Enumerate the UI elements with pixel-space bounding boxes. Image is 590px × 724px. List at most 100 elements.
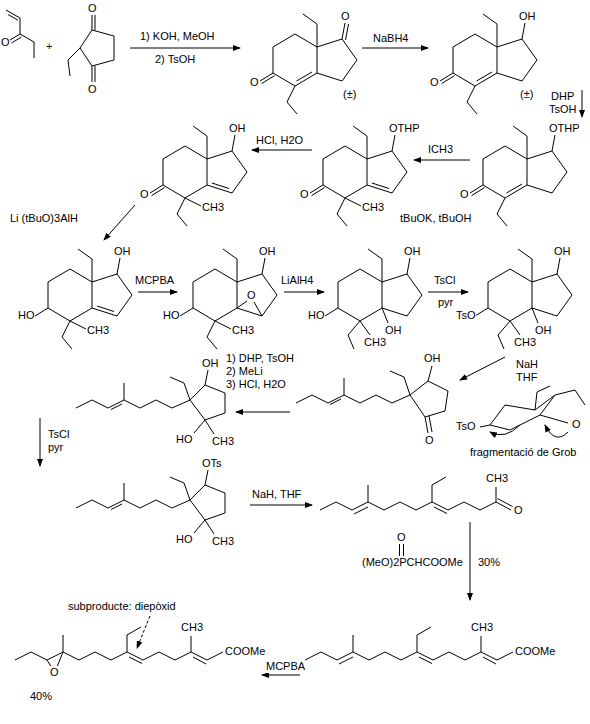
- bond-line: [490, 425, 520, 435]
- bond-line: [260, 23, 349, 114]
- atom-label: HO: [176, 533, 193, 546]
- atom-label: CH3: [232, 324, 254, 337]
- bond-line: [582, 90, 583, 117]
- reagent-label: NaBH4: [373, 32, 408, 45]
- bond-line: [137, 616, 150, 648]
- bond-line: [130, 48, 240, 49]
- reagent-label: MCPBA: [266, 660, 305, 673]
- reagent-label: NaH: [516, 358, 538, 371]
- yield-label: 30%: [478, 556, 500, 569]
- racemic-mark: (±): [520, 88, 533, 101]
- atom-label: O: [140, 188, 149, 201]
- reagent-label: 2) TsOH: [155, 53, 195, 66]
- reagent-label: TsOH: [549, 103, 577, 116]
- dione: [68, 15, 114, 82]
- atom-label: O: [1, 36, 10, 49]
- atom-label: OH: [554, 245, 571, 258]
- reagent-label: Li (tBuO)3AlH: [10, 212, 78, 225]
- molecule: [310, 126, 407, 226]
- atom-label: O: [50, 666, 59, 679]
- bond-line: [414, 160, 470, 161]
- bond-line: [320, 477, 513, 514]
- bond-line: [250, 505, 312, 506]
- atom-label: O: [250, 76, 259, 89]
- molecule: [35, 249, 132, 349]
- bond-line: [400, 544, 404, 556]
- ring-skeleton: [76, 370, 225, 434]
- atom-label: OH: [385, 324, 402, 337]
- atom-label: O: [88, 2, 97, 15]
- reagent-label: NaH, THF: [252, 488, 301, 501]
- bond-line: [545, 425, 568, 437]
- atom-label: O: [247, 289, 256, 302]
- bond-line: [284, 292, 324, 293]
- reagent-label: tBuOK, tBuOH: [400, 212, 472, 225]
- atom-label: COOMe: [225, 645, 265, 658]
- molecule: [475, 249, 572, 349]
- reagent-label: DHP: [551, 90, 574, 103]
- molecule: [320, 477, 513, 514]
- bond-line: [252, 150, 312, 151]
- atom-label: COOMe: [515, 645, 555, 658]
- bond-line: [104, 205, 135, 240]
- atom-label: O: [88, 83, 97, 96]
- bond-line: [339, 657, 353, 664]
- reagent-label: THF: [516, 371, 537, 384]
- bond-line: [138, 292, 177, 293]
- reagent-label: 3) HCl, H2O: [226, 378, 286, 391]
- atom-label: O: [430, 76, 439, 89]
- reagent-label: (MeO)2PCHCOOMe: [362, 556, 463, 569]
- yield-label: 40%: [30, 690, 52, 703]
- bond-line: [480, 386, 585, 430]
- bond-line: [262, 675, 300, 676]
- reagent-label: TsCl: [48, 428, 69, 441]
- racemic-mark: (±): [343, 88, 356, 101]
- atom-label: CH3: [514, 336, 536, 349]
- note-label: fragmentació de Grob: [470, 446, 576, 459]
- bond-line: [68, 15, 114, 82]
- plus-sign: +: [46, 40, 52, 53]
- bond-line: [460, 357, 505, 380]
- atom-label: CH3: [212, 435, 234, 448]
- reaction-arrows: [40, 48, 582, 675]
- reagent-label: 2) MeLi: [226, 365, 263, 378]
- reagent-label: pyr: [48, 441, 63, 454]
- molecule: [76, 470, 225, 534]
- atom-label: CH3: [362, 201, 384, 214]
- bond-line: [180, 258, 265, 349]
- molecule: [150, 126, 247, 226]
- bond-line: [236, 412, 290, 413]
- bond-line: [440, 23, 525, 114]
- atom-label: CH3: [471, 621, 493, 634]
- reagent-label: LiAlH4: [281, 274, 313, 287]
- bond-line: [362, 48, 428, 49]
- reagent-label: pyr: [438, 296, 453, 309]
- atom-label: O: [300, 188, 309, 201]
- note-label: subproducte: diepòxid: [68, 600, 176, 613]
- molecule: [260, 14, 357, 114]
- atom-label: OH: [114, 245, 131, 258]
- reagent-label: HCl, H2O: [256, 134, 303, 147]
- atom-label: OH: [535, 324, 552, 337]
- atom-label: CH3: [364, 336, 386, 349]
- atom-label: OTHP: [389, 122, 420, 135]
- ring-skeleton: [76, 470, 225, 534]
- atom-label: O: [397, 531, 406, 544]
- atom-label: HO: [176, 433, 193, 446]
- molecule: [76, 370, 225, 434]
- bond-line: [470, 135, 555, 226]
- atom-label: O: [341, 10, 350, 23]
- atom-label: CH3: [87, 324, 109, 337]
- atom-label: OH: [424, 352, 441, 365]
- atom-label: OH: [519, 10, 536, 23]
- reagent-label: 1) DHP, TsOH: [226, 352, 294, 365]
- atom-label: O: [572, 418, 581, 431]
- molecule: [296, 366, 448, 433]
- atom-label: OTHP: [549, 122, 580, 135]
- bond-line: [35, 258, 120, 349]
- bond-line: [325, 258, 410, 349]
- atom-label: TsO: [456, 420, 476, 433]
- atom-label: HO: [308, 309, 325, 322]
